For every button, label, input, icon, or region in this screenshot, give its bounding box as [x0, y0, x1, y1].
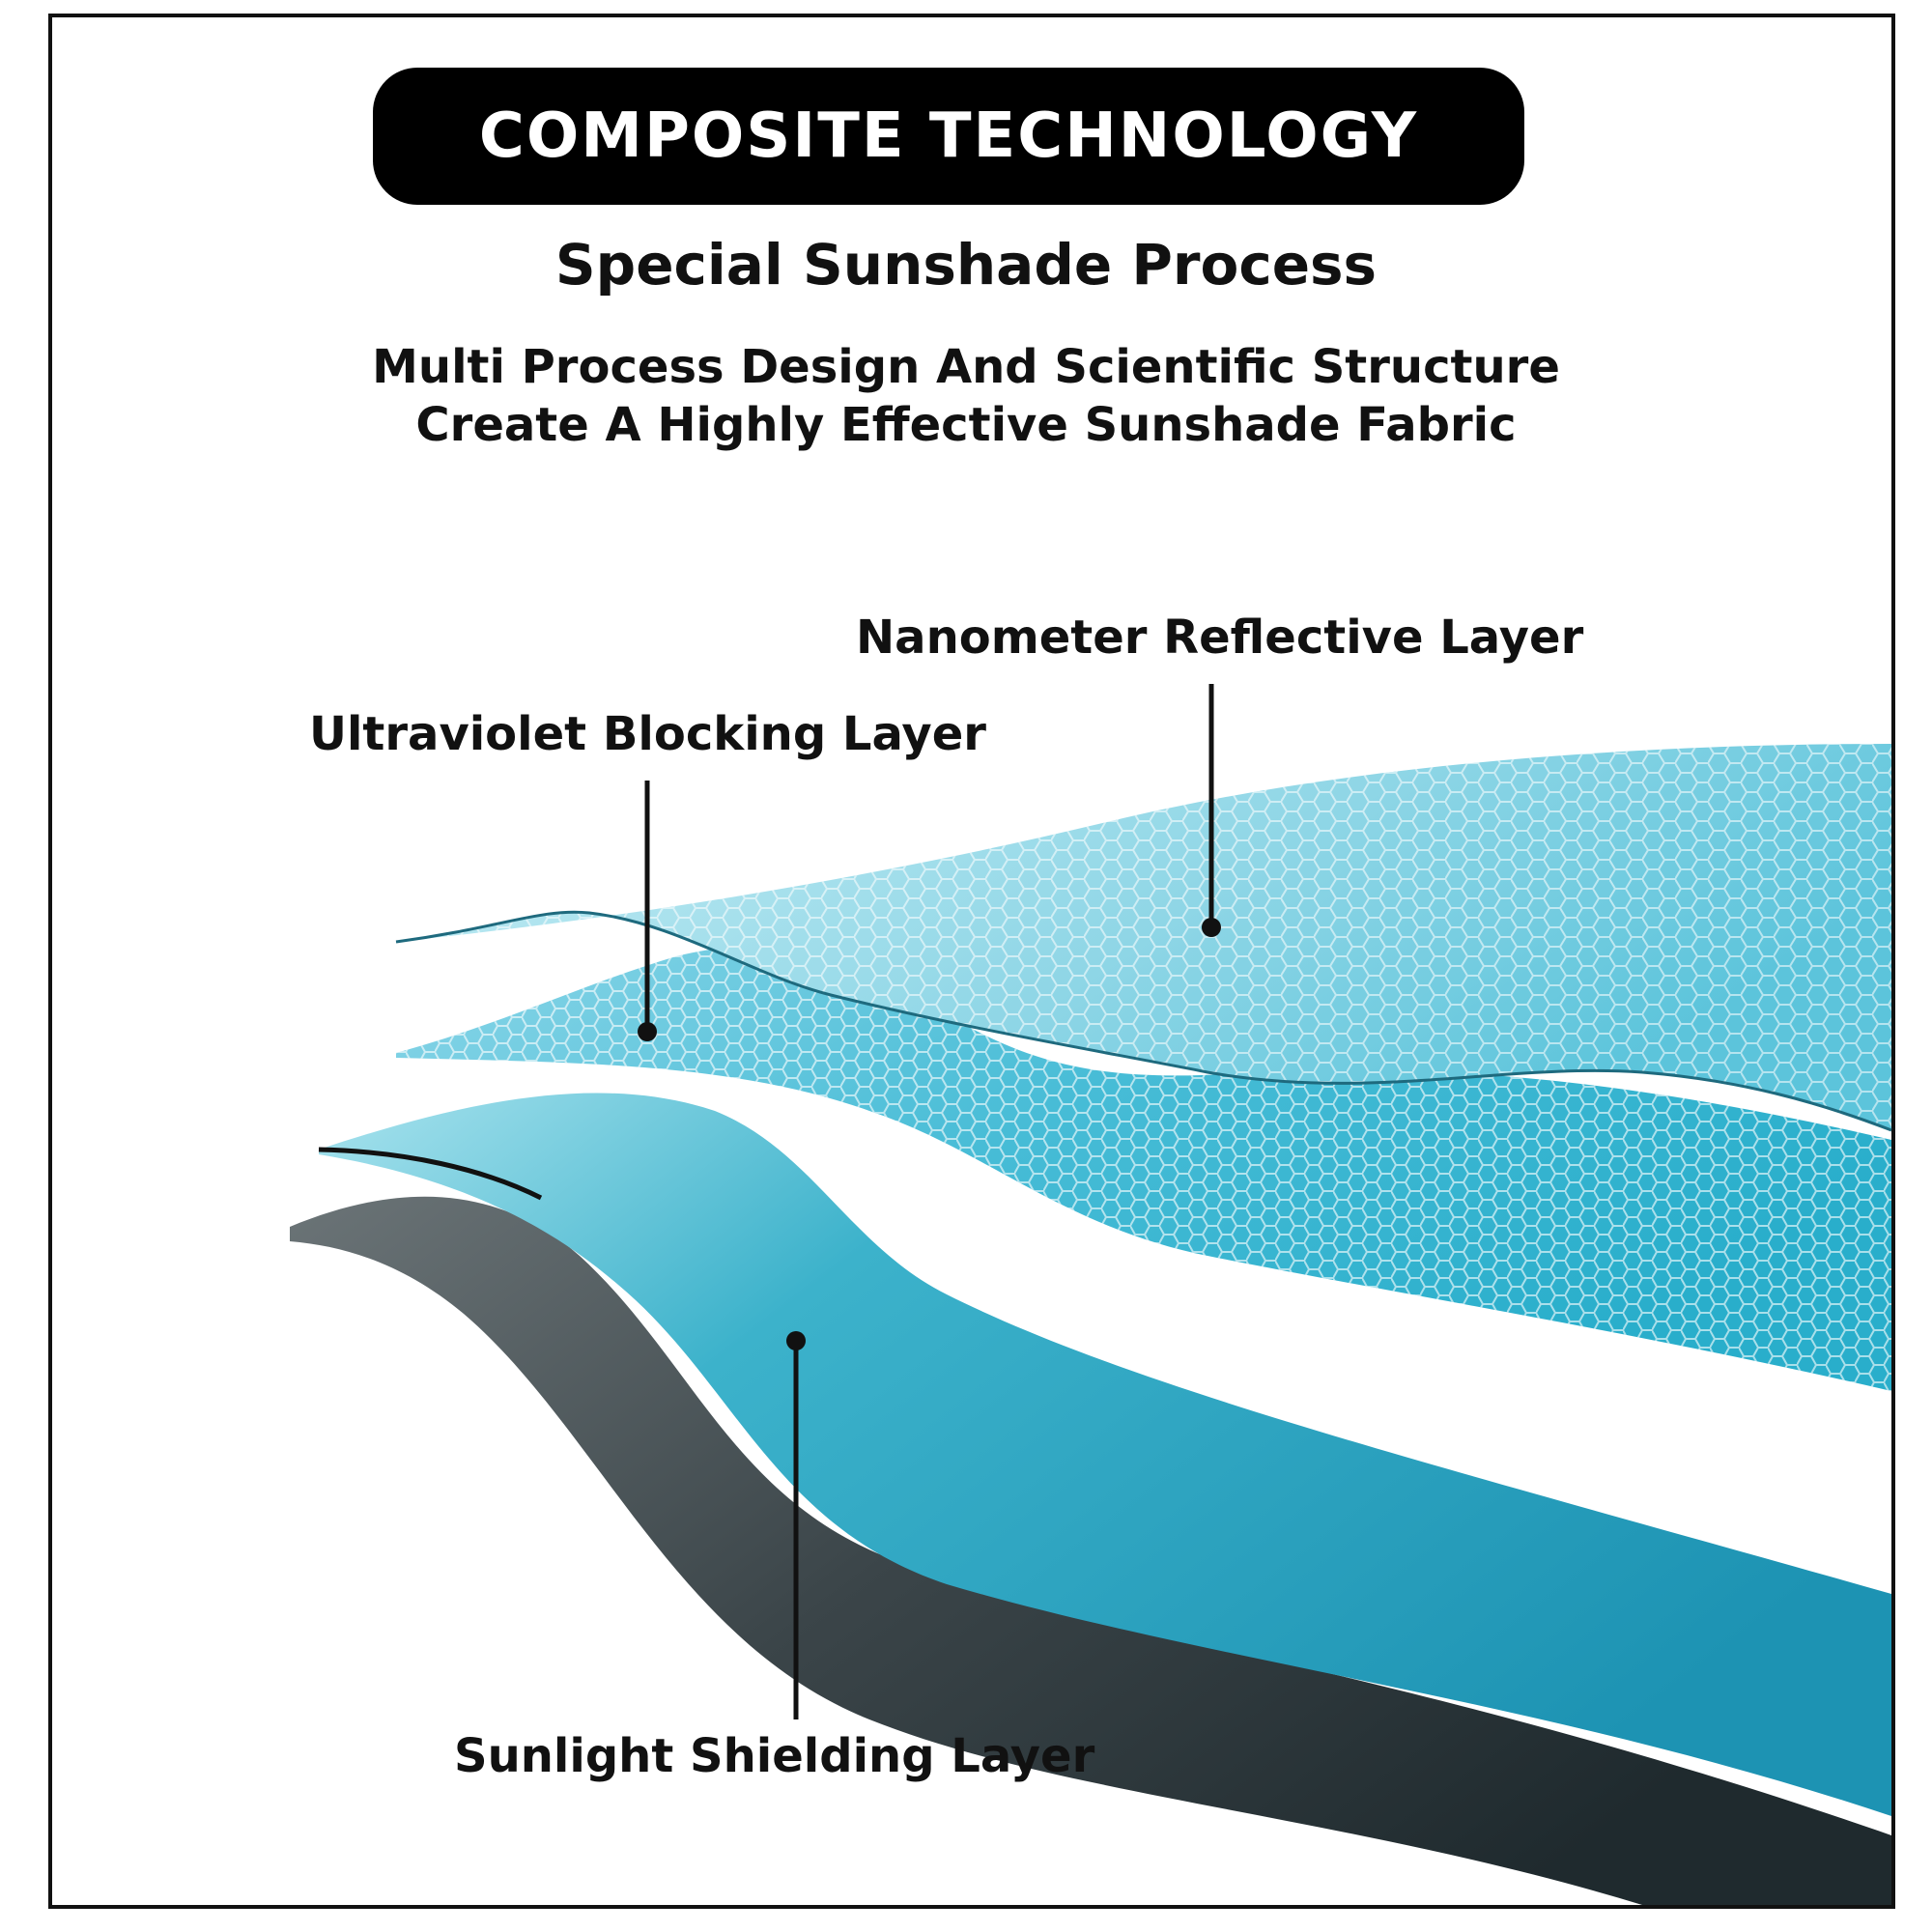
page-title: COMPOSITE TECHNOLOGY — [478, 100, 1419, 172]
sunlight-shielding-layer-shape — [319, 1093, 1891, 1816]
subtitle: Special Sunshade Process — [554, 232, 1378, 298]
description-line-1: Multi Process Design And Scientific Stru… — [372, 340, 1560, 394]
label-nanometer-reflective-layer: Nanometer Reflective Layer — [856, 611, 1584, 665]
callout-sunlight — [786, 1331, 806, 1719]
callout-ultraviolet — [638, 781, 657, 1041]
base-grey-layer — [290, 1196, 1891, 1905]
title-banner: COMPOSITE TECHNOLOGY — [373, 68, 1524, 205]
label-sunlight-shielding-layer: Sunlight Shielding Layer — [454, 1729, 1095, 1783]
callout-nanometer — [1202, 684, 1221, 937]
label-ultraviolet-blocking-layer: Ultraviolet Blocking Layer — [309, 707, 986, 761]
description-line-2: Create A Highly Effective Sunshade Fabri… — [415, 398, 1517, 452]
